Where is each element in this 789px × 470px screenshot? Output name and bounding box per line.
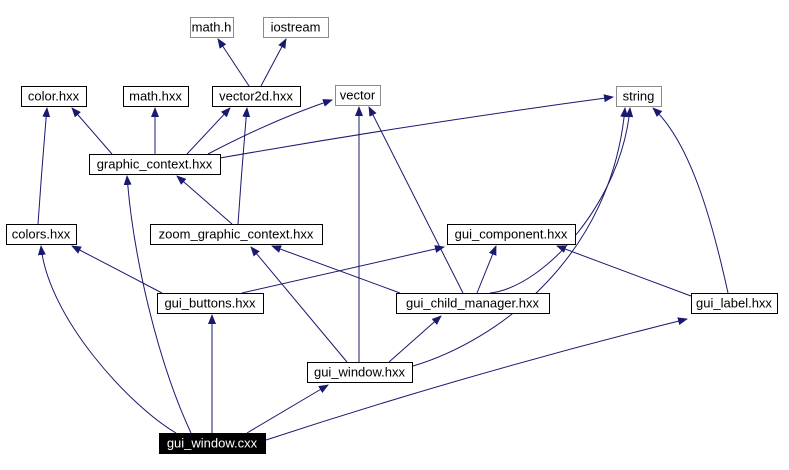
edge-gui-buttons-hxx-to-colors-hxx [71,245,163,294]
node-math-hxx[interactable]: math.hxx [123,86,189,107]
edge-vector2d-hxx-to-math-h [217,38,250,87]
node-box-gui-component-hxx[interactable] [447,224,576,245]
edge-gui-window-cxx-to-gui-window-hxx [246,384,329,434]
node-box-vector2d-hxx[interactable] [212,86,301,107]
node-label-gui-component-hxx: gui_component.hxx [455,227,568,242]
edge-gui-window-cxx-to-colors-hxx [37,245,177,434]
edge-zoom-graphic-context-hxx-to-graphic-context-hxx [176,175,233,225]
node-box-gui-window-cxx[interactable] [159,433,266,454]
node-gui-child-manager-hxx[interactable]: gui_child_manager.hxx [396,293,550,314]
node-colors-hxx[interactable]: colors.hxx [6,224,77,245]
edge-gui-child-manager-hxx-to-zoom-graphic-context-hxx [271,245,401,294]
edge-gui-child-manager-hxx-to-vector [368,106,464,294]
node-label-gui-child-manager-hxx: gui_child_manager.hxx [406,296,539,311]
edge-gui-label-hxx-to-string [652,107,729,294]
node-box-gui-child-manager-hxx[interactable] [396,293,550,314]
edge-colors-hxx-to-color-hxx [37,107,51,225]
node-label-gui-window-hxx: gui_window.hxx [314,365,406,380]
node-iostream[interactable]: iostream [263,17,329,38]
node-label-vector: vector [340,88,376,103]
node-label-graphic-context-hxx: graphic_context.hxx [97,157,213,172]
node-label-vector2d-hxx: vector2d.hxx [219,89,293,104]
edge-graphic-context-hxx-to-vector2d-hxx [186,107,231,155]
node-label-colors-hxx: colors.hxx [12,227,71,242]
edge-graphic-context-hxx-to-string [219,94,614,159]
node-label-string: string [623,89,655,104]
node-box-color-hxx[interactable] [21,86,87,107]
node-box-zoom-graphic-context-hxx[interactable] [150,224,323,245]
node-label-math-h: math.h [192,20,232,35]
node-string[interactable]: string [616,86,662,107]
node-label-zoom-graphic-context-hxx: zoom_graphic_context.hxx [159,227,314,242]
node-vector[interactable]: vector [335,85,381,106]
node-label-math-hxx: math.hxx [129,89,182,104]
node-box-math-hxx[interactable] [123,86,189,107]
node-box-string[interactable] [616,86,662,107]
edge-gui-window-cxx-to-gui-label-hxx [265,317,688,441]
node-box-math-h[interactable] [190,17,234,38]
node-gui-window-hxx[interactable]: gui_window.hxx [307,362,413,383]
edge-gui-buttons-hxx-to-gui-component-hxx [241,245,445,294]
node-box-vector[interactable] [335,85,381,106]
edge-graphic-context-hxx-to-vector [207,99,333,155]
edge-gui-window-hxx-to-string [412,107,629,367]
node-zoom-graphic-context-hxx[interactable]: zoom_graphic_context.hxx [150,224,323,245]
edge-gui-window-cxx-to-graphic-context-hxx [123,175,192,434]
edge-gui-window-hxx-to-gui-child-manager-hxx [388,315,442,363]
edge-vector2d-hxx-to-iostream [260,38,287,87]
node-label-color-hxx: color.hxx [28,89,80,104]
node-gui-label-hxx[interactable]: gui_label.hxx [691,293,778,314]
node-graphic-context-hxx[interactable]: graphic_context.hxx [89,154,221,175]
edge-gui-child-manager-hxx-to-gui-component-hxx [476,245,497,294]
node-box-graphic-context-hxx[interactable] [89,154,221,175]
node-box-gui-window-hxx[interactable] [307,362,413,383]
node-color-hxx[interactable]: color.hxx [21,86,87,107]
edge-gui-window-hxx-to-zoom-graphic-context-hxx [250,246,348,363]
node-label-gui-buttons-hxx: gui_buttons.hxx [164,296,256,311]
node-gui-buttons-hxx[interactable]: gui_buttons.hxx [157,293,264,314]
node-box-gui-buttons-hxx[interactable] [157,293,264,314]
node-box-gui-label-hxx[interactable] [691,293,778,314]
node-vector2d-hxx[interactable]: vector2d.hxx [212,86,301,107]
node-label-iostream: iostream [271,20,321,35]
node-box-iostream[interactable] [263,17,329,38]
node-label-gui-window-cxx: gui_window.cxx [167,436,258,451]
node-label-gui-label-hxx: gui_label.hxx [696,296,772,311]
edge-graphic-context-hxx-to-color-hxx [71,107,113,155]
node-box-colors-hxx[interactable] [6,224,77,245]
edge-gui-child-manager-hxx-to-string [489,107,634,294]
edge-zoom-graphic-context-hxx-to-vector2d-hxx [237,107,251,225]
node-gui-component-hxx[interactable]: gui_component.hxx [447,224,576,245]
node-gui-window-cxx[interactable]: gui_window.cxx [159,433,266,454]
node-math-h[interactable]: math.h [190,17,234,38]
edge-gui-label-hxx-to-gui-component-hxx [556,245,692,297]
